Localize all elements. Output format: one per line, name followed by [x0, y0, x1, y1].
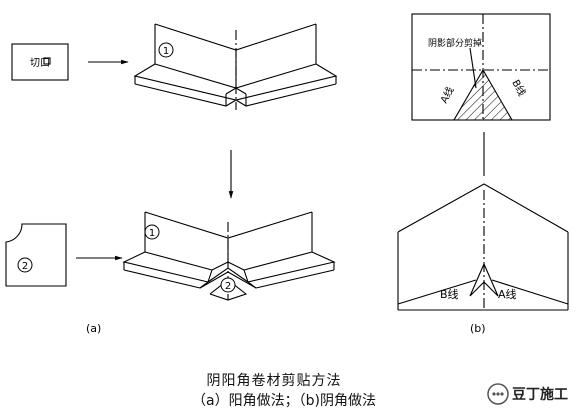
outside-corner-bottom — [122, 211, 336, 301]
shaded-note: 阴影部分剪掉 — [428, 37, 482, 49]
centerlines-b — [412, 14, 550, 120]
line-b-bottom-label: B线 — [440, 287, 459, 301]
sheet-notched — [5, 223, 67, 287]
inside-corner — [397, 183, 569, 311]
svg-text:2: 2 — [22, 261, 28, 272]
panel-b-label: (b) — [470, 322, 486, 335]
leader-line — [469, 47, 477, 89]
line-a-top-label: A线 — [437, 84, 456, 105]
chat-bubble-icon — [487, 383, 509, 405]
line-b-top-label: B线 — [509, 77, 528, 98]
line-a-bottom-label: A线 — [498, 287, 517, 301]
cut-label: 切口 — [30, 57, 50, 69]
panel-a-label: (a) — [86, 322, 101, 335]
svg-text:1: 1 — [149, 228, 155, 239]
caption-title: 阴阳角卷材剪贴方法 — [206, 373, 342, 389]
cut-mark — [43, 57, 51, 65]
watermark: 豆丁施工 — [487, 383, 568, 405]
svg-text:1: 1 — [163, 46, 169, 57]
circle-marker-2-sheet: 2 — [17, 257, 33, 273]
shaded-triangle — [453, 68, 513, 121]
watermark-text: 豆丁施工 — [512, 387, 568, 403]
circle-marker-1-bottom: 1 — [144, 224, 160, 240]
caption-subtitle: （a）阳角做法；（b)阴角做法 — [192, 393, 376, 409]
circle-marker-2-corner: 2 — [220, 277, 236, 293]
sheet-with-cut — [11, 43, 69, 81]
circle-marker-1-top: 1 — [158, 42, 174, 58]
svg-text:2: 2 — [225, 281, 231, 292]
